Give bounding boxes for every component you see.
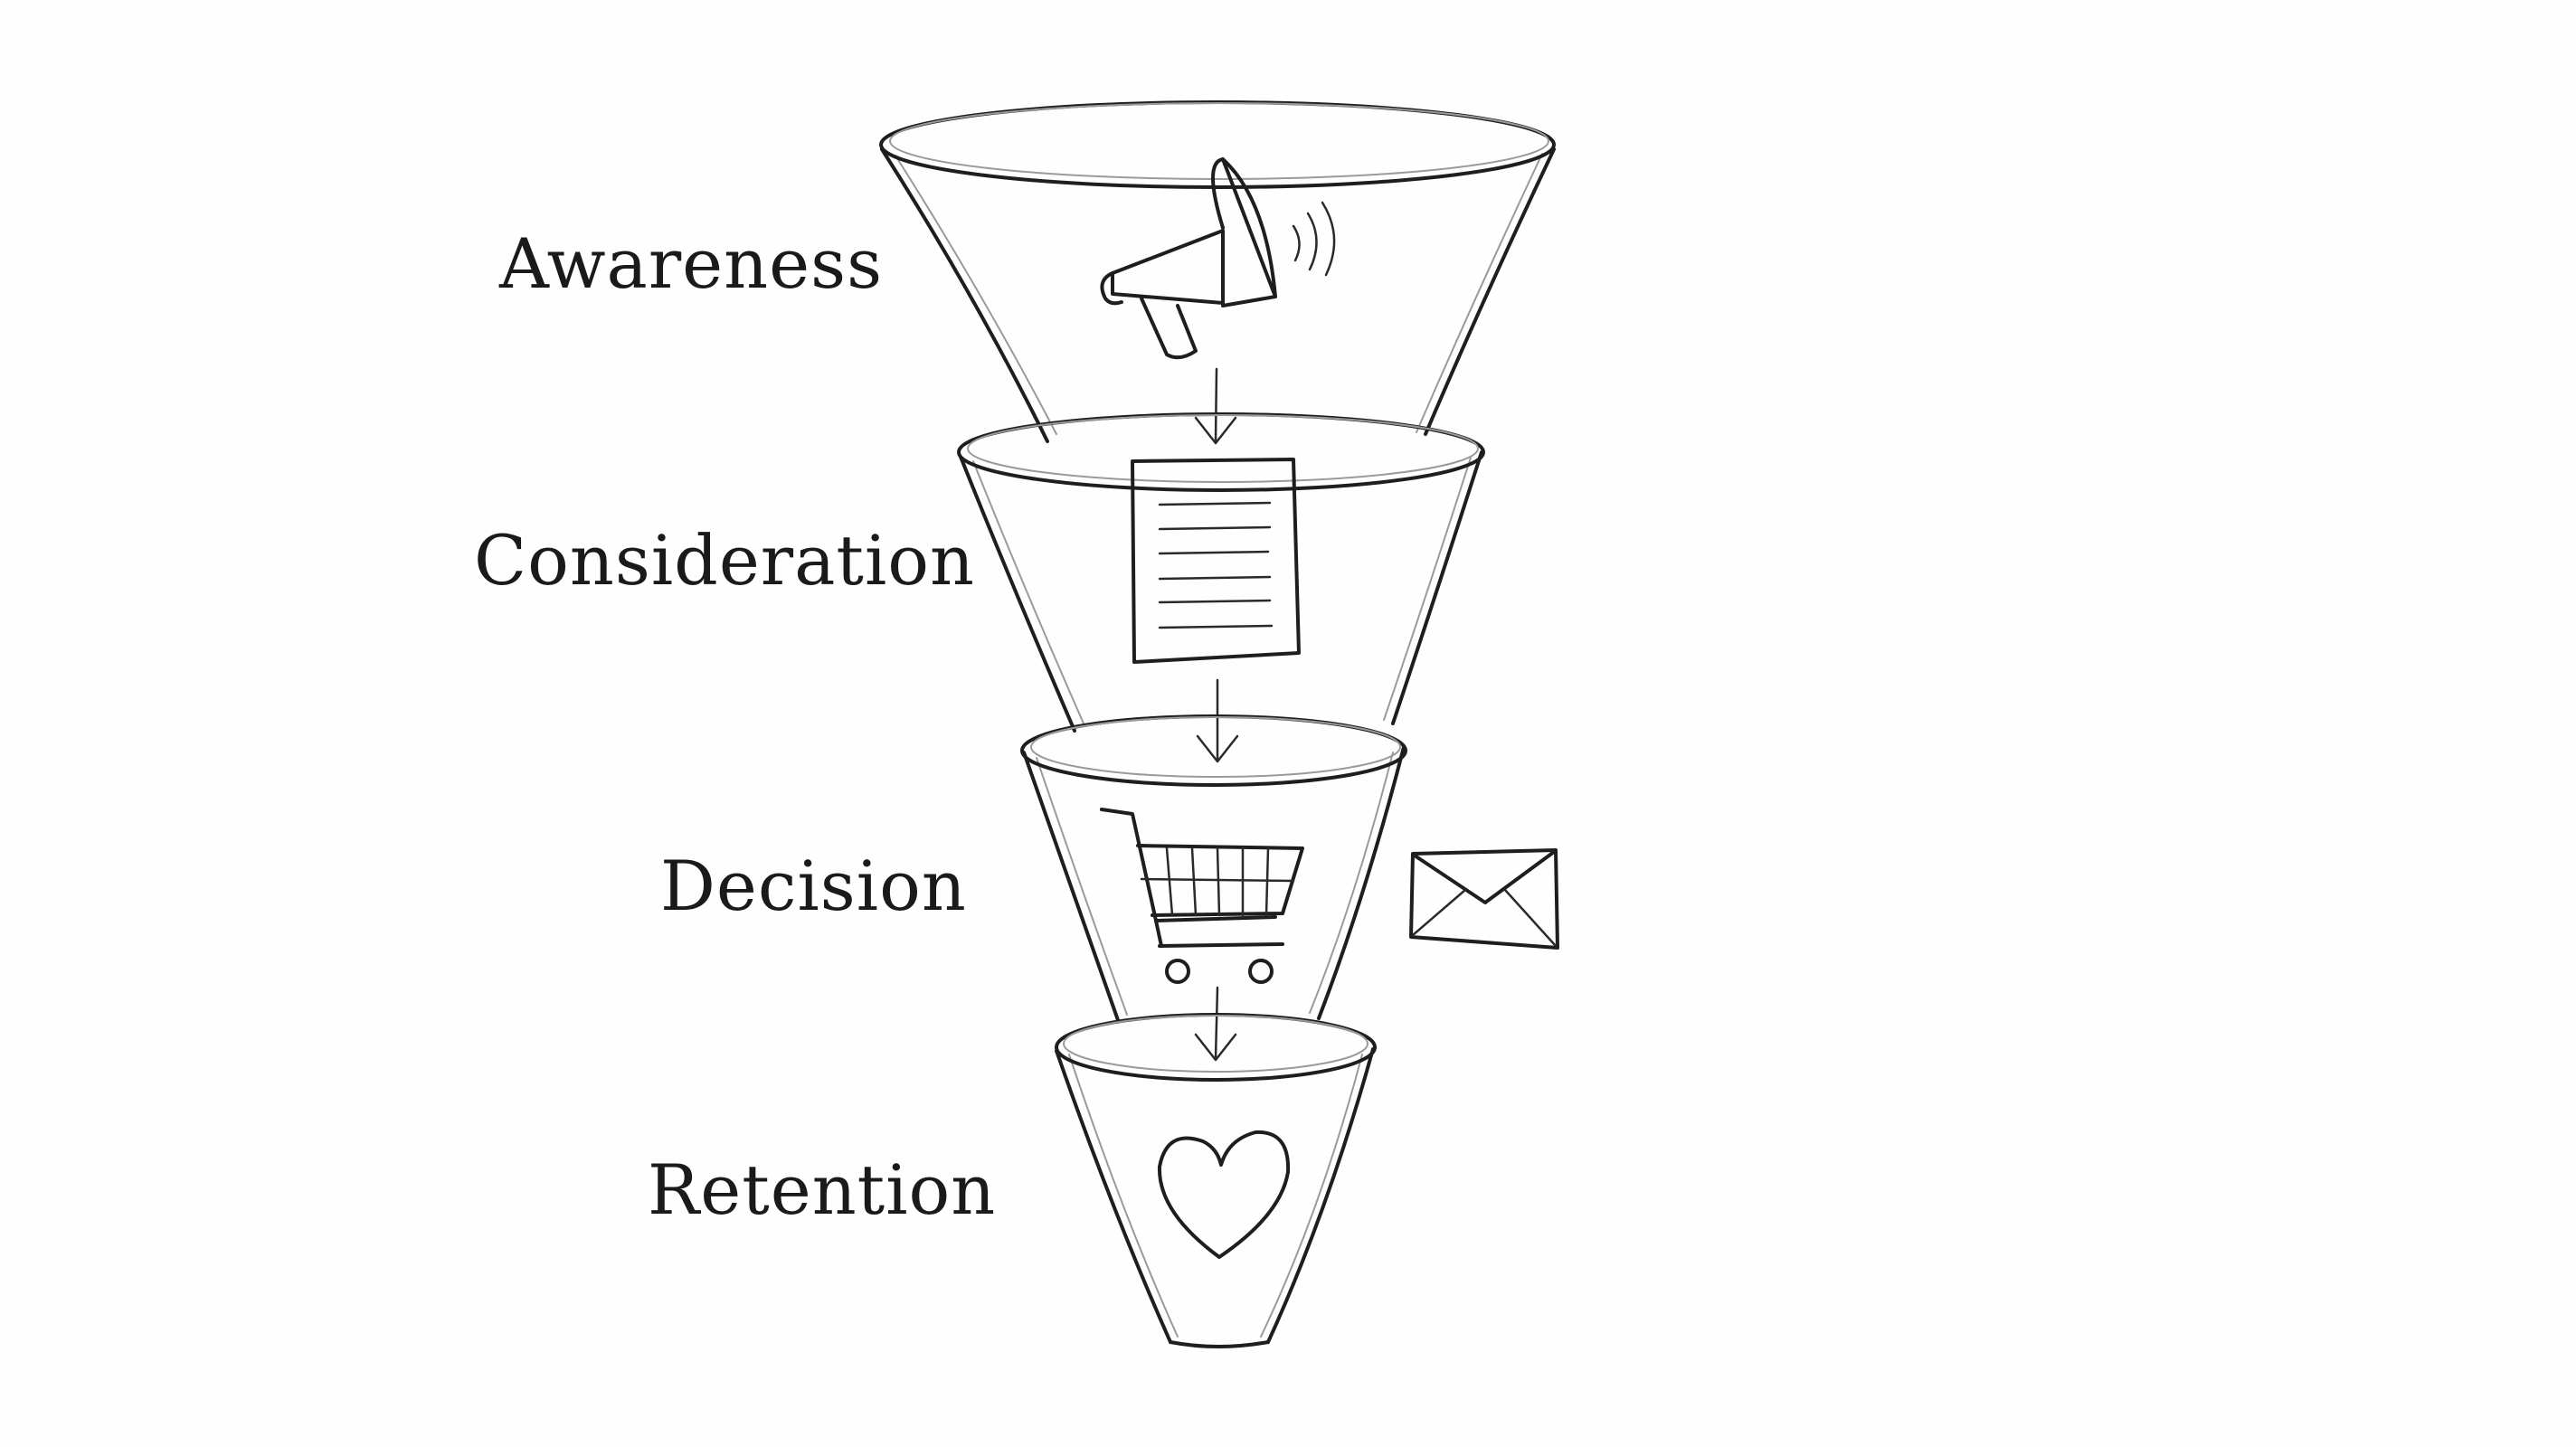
label-retention: Retention [648, 1149, 996, 1230]
label-consideration: Consideration [474, 520, 975, 601]
down-arrow-3 [1194, 986, 1237, 1062]
awareness-left-side [880, 147, 1049, 443]
decision-left-side [1022, 751, 1120, 1022]
awareness-right-side [1424, 147, 1556, 436]
heart-icon [1157, 1130, 1291, 1259]
awareness-rim [879, 100, 1556, 189]
consideration-rim [957, 412, 1485, 492]
consideration-left-side [959, 455, 1076, 733]
retention-bottom [1169, 1340, 1270, 1348]
decision-rim [1020, 714, 1407, 787]
envelope-icon [1409, 848, 1559, 950]
label-awareness: Awareness [498, 223, 883, 304]
megaphone-icon [1100, 157, 1336, 360]
retention-right-side [1266, 1047, 1375, 1344]
retention-left-side [1055, 1049, 1172, 1344]
stage-awareness [879, 100, 1556, 443]
stage-retention [1055, 1013, 1377, 1348]
stage-consideration [957, 412, 1485, 733]
decision-right-side [1317, 745, 1406, 1020]
down-arrow-2 [1196, 678, 1239, 763]
document-icon [1131, 458, 1301, 664]
label-decision: Decision [660, 846, 967, 926]
down-arrow-1 [1194, 367, 1237, 445]
stage-decision [1020, 714, 1407, 1022]
shopping-cart-icon [1100, 808, 1304, 984]
consideration-right-side [1391, 450, 1483, 725]
